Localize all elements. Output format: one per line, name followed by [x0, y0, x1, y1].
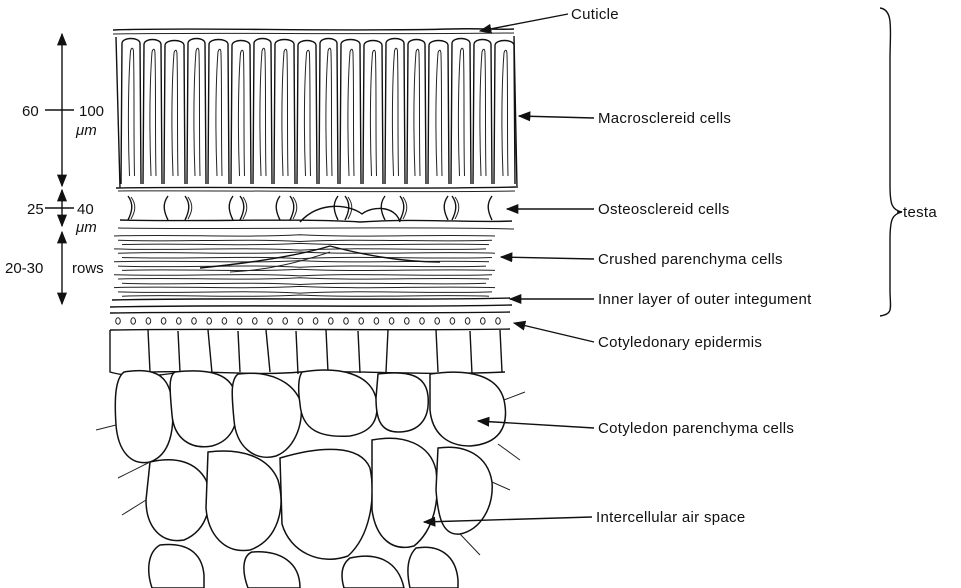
crushed-rows-unit: rows — [72, 260, 104, 277]
cuticle-label: Cuticle — [571, 6, 619, 23]
inner-integument-layer — [110, 298, 512, 307]
macrosclereid-label: Macrosclereid cells — [598, 110, 731, 127]
inner-integument-label: Inner layer of outer integument — [598, 291, 812, 308]
cotyledon-parenchyma-label: Cotyledon parenchyma cells — [598, 420, 794, 437]
cotyledonary-epidermis-layer — [110, 312, 510, 330]
epidermal-cells — [110, 330, 505, 376]
osteosclereid-label: Osteosclereid cells — [598, 201, 730, 218]
osteo-unit-label: μm — [75, 219, 97, 236]
osteo-max-label: 40 — [77, 201, 94, 218]
air-space-label: Intercellular air space — [596, 509, 745, 526]
cuticle-layer — [113, 29, 514, 34]
crushed-parenchyma-label: Crushed parenchyma cells — [598, 251, 783, 268]
label-arrows — [424, 14, 594, 522]
osteo-min-label: 25 — [27, 201, 44, 218]
macrosclereid-dimension: 60 100 μm — [22, 34, 104, 186]
macro-min-label: 60 — [22, 103, 39, 120]
osteosclereid-layer — [118, 191, 515, 229]
testa-label: testa — [903, 204, 937, 221]
osteosclereid-dimension: 25 40 μm — [27, 190, 97, 236]
crushed-rows-count: 20-30 — [5, 260, 43, 277]
crushed-parenchyma-layer — [114, 235, 495, 296]
cotyledon-parenchyma-cells — [96, 370, 525, 588]
macro-max-label: 100 — [79, 103, 104, 120]
macrosclereid-layer — [116, 36, 517, 188]
crushed-rows-dimension: 20-30 rows — [5, 232, 104, 304]
testa-brace: testa — [880, 8, 937, 316]
cotyledonary-epidermis-label: Cotyledonary epidermis — [598, 334, 762, 351]
labels: Cuticle Macrosclereid cells Osteosclerei… — [571, 6, 812, 526]
macro-unit-label: μm — [75, 122, 97, 139]
